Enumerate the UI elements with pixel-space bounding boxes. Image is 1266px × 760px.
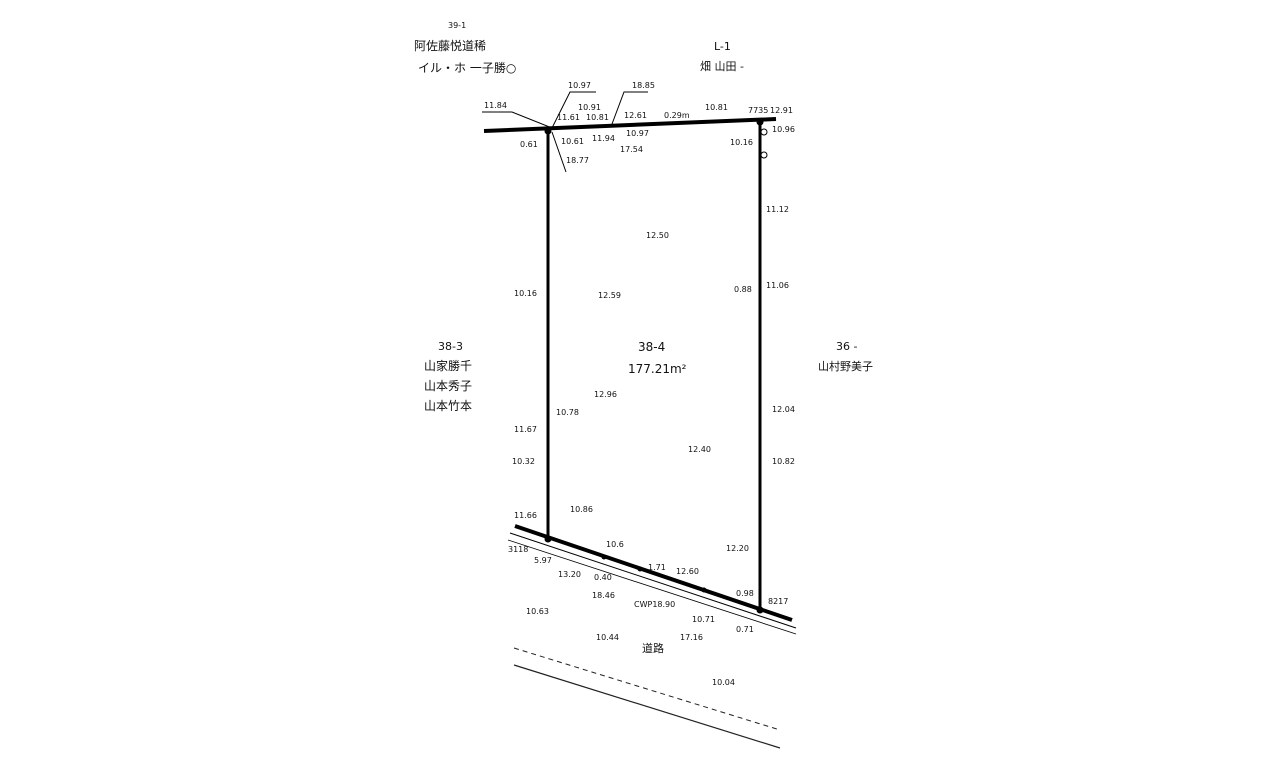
elevation-label: 12.59 xyxy=(598,291,621,300)
elevation-label: 10.32 xyxy=(512,457,535,466)
elevation-label: 12.60 xyxy=(676,567,699,576)
elevation-label: 12.04 xyxy=(772,405,795,414)
elevation-label: 10.96 xyxy=(772,125,795,134)
elevation-label: 18.46 xyxy=(592,591,615,600)
bottom-marker xyxy=(701,587,707,593)
elevation-label: 18.77 xyxy=(566,156,589,165)
elevation-label: 0.98 xyxy=(736,589,754,598)
elevation-label: 10.16 xyxy=(514,289,537,298)
neighbor-left-owner-1: 山家勝千 xyxy=(424,358,472,373)
elevation-label: 10.82 xyxy=(772,457,795,466)
elevation-label: 13.20 xyxy=(558,570,581,579)
top-boundary-road-line xyxy=(483,117,777,133)
leader-line-1 xyxy=(482,111,553,129)
elevation-label: 7735 xyxy=(748,106,768,115)
corner-marker xyxy=(756,606,764,614)
bottom-marker xyxy=(637,566,643,572)
elevation-label: 0.61 xyxy=(520,140,538,149)
elevation-label: 11.61 xyxy=(557,113,580,122)
elevation-label: 0.71 xyxy=(736,625,754,634)
elevation-label: 12.50 xyxy=(646,231,669,240)
elevation-label: 17.16 xyxy=(680,633,703,642)
bottom-offset-line-1 xyxy=(509,532,797,629)
neighbor-right-owner: 山村野美子 xyxy=(818,359,873,373)
right-edge-marker xyxy=(760,128,768,136)
parcel-boundary xyxy=(483,117,797,635)
elevation-label: 10.04 xyxy=(712,678,735,687)
elevation-label: 10.6 xyxy=(606,540,624,549)
neighbor-top-left-owner-2: イル・ホ 一子勝○ xyxy=(418,60,516,75)
road-edge-line xyxy=(513,664,781,749)
elevation-label: 10.81 xyxy=(586,113,609,122)
bottom-offset-line-2 xyxy=(507,539,797,635)
elevation-label: 10.81 xyxy=(705,103,728,112)
road-center-dashed-line xyxy=(513,647,781,731)
elevation-label: 10.78 xyxy=(556,408,579,417)
elevation-label: 10.91 xyxy=(578,103,601,112)
corner-marker xyxy=(756,118,764,126)
corner-marker xyxy=(544,127,552,135)
elevation-label: 17.54 xyxy=(620,145,643,154)
elevation-label: 10.97 xyxy=(568,81,591,90)
elevation-label: 11.06 xyxy=(766,281,789,290)
corner-marker xyxy=(544,535,552,543)
elevation-label: 10.71 xyxy=(692,615,715,624)
elevation-label: 12.20 xyxy=(726,544,749,553)
neighbor-left-owner-2: 山本秀子 xyxy=(424,379,472,393)
elevation-label: 12.61 xyxy=(624,111,647,120)
neighbor-top-owner: 畑 山田 - xyxy=(700,60,744,73)
elevation-label: 0.40 xyxy=(594,573,612,582)
leader-line-3 xyxy=(611,91,648,125)
elevation-label: CWP18.90 xyxy=(634,600,675,609)
leader-line-4 xyxy=(551,131,567,173)
bottom-marker xyxy=(601,554,607,560)
elevation-label: 10.97 xyxy=(626,129,649,138)
parcel-area: 177.21m² xyxy=(628,362,687,376)
elevation-label: 11.84 xyxy=(484,101,507,110)
neighbor-left-owner-3: 山本竹本 xyxy=(424,399,472,413)
elevation-label: 3118 xyxy=(508,545,528,554)
parcel-lot-number: 38-4 xyxy=(638,340,665,354)
elevation-label: 10.63 xyxy=(526,607,549,616)
elevation-label: 0.29m xyxy=(664,111,690,120)
neighbor-top-lot: L-1 xyxy=(714,40,731,53)
elevation-label: 8217 xyxy=(768,597,788,606)
elevation-label: 11.66 xyxy=(514,511,537,520)
elevation-label: 10.86 xyxy=(570,505,593,514)
elevation-label: 11.12 xyxy=(766,205,789,214)
neighbor-top-left-lot: 39-1 xyxy=(448,21,466,30)
elevation-label: 12.40 xyxy=(688,445,711,454)
leader-lines xyxy=(482,91,648,173)
elevation-label: 11.67 xyxy=(514,425,537,434)
elevation-label: 10.61 xyxy=(561,137,584,146)
elevation-label: 0.88 xyxy=(734,285,752,294)
elevation-label: 12.96 xyxy=(594,390,617,399)
elevation-label: 1.71 xyxy=(648,563,666,572)
elevation-label: 5.97 xyxy=(534,556,552,565)
leader-line-2 xyxy=(551,91,596,129)
bottom-boundary-line xyxy=(514,524,793,622)
boundary-markers xyxy=(544,118,768,614)
neighbor-right-lot: 36 - xyxy=(836,340,857,353)
elevation-label: 10.44 xyxy=(596,633,619,642)
elevation-label: 12.91 xyxy=(770,106,793,115)
neighbor-left-lot: 38-3 xyxy=(438,340,463,353)
road-label: 道路 xyxy=(642,641,664,655)
road-lines xyxy=(513,647,781,749)
elevation-labels: 11.84 11.61 10.97 10.91 18.85 10.81 12.6… xyxy=(484,81,795,687)
neighbor-top-left-owner: 阿佐藤悦道稀 xyxy=(414,39,486,53)
right-edge-marker xyxy=(760,151,768,159)
elevation-label: 10.16 xyxy=(730,138,753,147)
elevation-label: 18.85 xyxy=(632,81,655,90)
elevation-label: 11.94 xyxy=(592,134,615,143)
